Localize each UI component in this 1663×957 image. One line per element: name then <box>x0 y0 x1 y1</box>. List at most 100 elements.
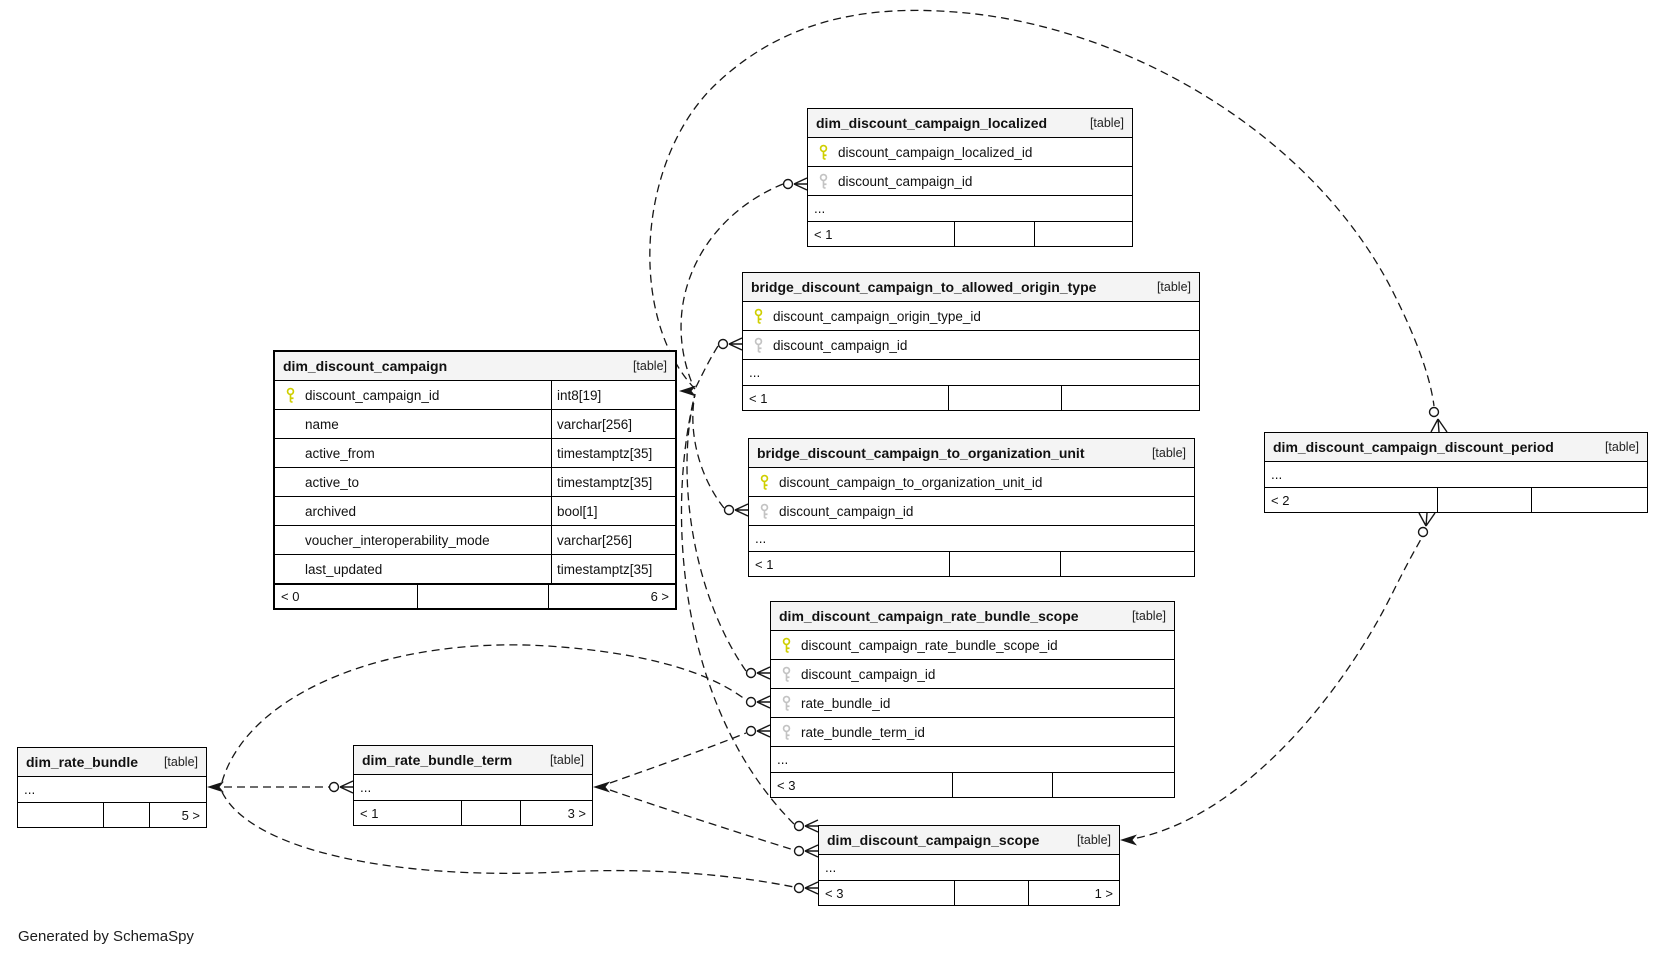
column-name: voucher_interoperability_mode <box>305 532 490 548</box>
column-name: active_from <box>305 445 375 461</box>
table-dim_discount_campaign[interactable]: dim_discount_campaign [table] discount_c… <box>273 350 677 610</box>
column-row[interactable]: discount_campaign_id <box>743 331 1199 360</box>
column-row[interactable]: archived bool[1] <box>275 497 675 526</box>
column-row[interactable]: discount_campaign_rate_bundle_scope_id <box>771 631 1174 660</box>
degree-row: < 1 <box>743 386 1199 410</box>
column-name: discount_campaign_rate_bundle_scope_id <box>801 637 1058 653</box>
foreign-key-icon <box>771 695 801 712</box>
table-header[interactable]: dim_discount_campaign_scope [table] <box>819 826 1119 855</box>
degree-spacer <box>461 801 521 825</box>
parent-count: < 1 <box>814 226 833 242</box>
parent-count <box>18 803 103 827</box>
parent-count: < 3 <box>777 777 796 793</box>
table-bridge_discount_campaign_to_allowed_origin_type[interactable]: bridge_discount_campaign_to_allowed_orig… <box>742 272 1200 411</box>
ellipsis-label: ... <box>777 752 789 767</box>
column-row[interactable]: discount_campaign_localized_id <box>808 138 1132 167</box>
relationship-line <box>680 393 795 825</box>
crowfoot-icon <box>804 881 819 895</box>
degree-spacer <box>1436 488 1533 512</box>
cardinality-circle-icon <box>782 178 794 190</box>
crowfoot-icon <box>728 337 743 351</box>
table-header[interactable]: dim_rate_bundle [table] <box>18 748 206 777</box>
ellipsis-label: ... <box>360 780 372 795</box>
child-count <box>1532 488 1647 512</box>
table-dim_discount_campaign_scope[interactable]: dim_discount_campaign_scope [table] ... … <box>818 825 1120 906</box>
degree-row: < 2 <box>1265 488 1647 512</box>
column-type: timestamptz[35] <box>551 468 675 496</box>
column-name: discount_campaign_id <box>801 666 936 682</box>
relationship-line <box>694 345 719 390</box>
table-dim_discount_campaign_localized[interactable]: dim_discount_campaign_localized [table] … <box>807 108 1133 247</box>
child-count <box>1035 222 1132 246</box>
table-header[interactable]: dim_discount_campaign_rate_bundle_scope … <box>771 602 1174 631</box>
column-row[interactable]: voucher_interoperability_mode varchar[25… <box>275 526 675 555</box>
table-header[interactable]: dim_rate_bundle_term [table] <box>354 746 592 775</box>
arrowhead-icon <box>593 781 610 793</box>
child-count: 5 > <box>181 807 200 823</box>
degree-row: < 3 <box>771 773 1174 797</box>
relationship-line <box>686 393 747 672</box>
table-tag: [table] <box>1089 116 1124 130</box>
cardinality-circle-icon <box>793 820 805 832</box>
child-count <box>1053 773 1174 797</box>
ellipsis-row: ... <box>771 747 1174 773</box>
relationship-line <box>609 732 747 784</box>
crowfoot-icon <box>1430 418 1448 433</box>
table-header[interactable]: bridge_discount_campaign_to_organization… <box>749 439 1194 468</box>
relationship-line <box>680 183 784 389</box>
table-header[interactable]: dim_discount_campaign_discount_period [t… <box>1265 433 1647 462</box>
table-name: dim_discount_campaign <box>283 358 448 374</box>
ellipsis-row: ... <box>808 196 1132 222</box>
column-row[interactable]: last_updated timestamptz[35] <box>275 555 675 584</box>
cardinality-circle-icon <box>793 845 805 857</box>
table-name: dim_discount_campaign_scope <box>827 832 1040 848</box>
column-row[interactable]: discount_campaign_id int8[19] <box>275 381 675 410</box>
table-dim_discount_campaign_discount_period[interactable]: dim_discount_campaign_discount_period [t… <box>1264 432 1648 513</box>
parent-count: < 3 <box>825 885 844 901</box>
table-name: dim_discount_campaign_rate_bundle_scope <box>779 608 1079 624</box>
generator-credit: Generated by SchemaSpy <box>18 928 194 945</box>
column-name: discount_campaign_id <box>838 173 973 189</box>
child-count: 6 > <box>650 589 669 604</box>
table-dim_rate_bundle[interactable]: dim_rate_bundle [table] ... 5 > <box>17 747 207 828</box>
child-count <box>1061 552 1195 576</box>
table-header[interactable]: dim_discount_campaign_localized [table] <box>808 109 1132 138</box>
cardinality-circle-icon <box>745 725 757 737</box>
column-row[interactable]: discount_campaign_id <box>749 497 1194 526</box>
column-name: rate_bundle_id <box>801 695 891 711</box>
cardinality-circle-icon <box>723 504 735 516</box>
column-row[interactable]: rate_bundle_id <box>771 689 1174 718</box>
table-dim_discount_campaign_rate_bundle_scope[interactable]: dim_discount_campaign_rate_bundle_scope … <box>770 601 1175 798</box>
column-type: timestamptz[35] <box>551 439 675 467</box>
parent-count: < 0 <box>281 589 300 604</box>
table-name: bridge_discount_campaign_to_organization… <box>757 445 1085 461</box>
column-row[interactable]: discount_campaign_origin_type_id <box>743 302 1199 331</box>
crowfoot-icon <box>756 695 771 709</box>
column-name: discount_campaign_origin_type_id <box>773 308 981 324</box>
relationship-line <box>221 644 747 783</box>
column-row[interactable]: discount_campaign_id <box>808 167 1132 196</box>
primary-key-icon <box>749 474 779 491</box>
foreign-key-icon <box>749 503 779 520</box>
column-row[interactable]: rate_bundle_term_id <box>771 718 1174 747</box>
degree-row: < 3 1 > <box>819 881 1119 905</box>
column-row[interactable]: active_to timestamptz[35] <box>275 468 675 497</box>
degree-row: < 1 3 > <box>354 801 592 825</box>
degree-spacer <box>948 386 1063 410</box>
column-row[interactable]: discount_campaign_id <box>771 660 1174 689</box>
table-header[interactable]: bridge_discount_campaign_to_allowed_orig… <box>743 273 1199 302</box>
column-name: discount_campaign_localized_id <box>838 144 1033 160</box>
crowfoot-icon <box>793 177 808 191</box>
arrowhead-icon <box>679 385 696 397</box>
table-bridge_discount_campaign_to_organization_unit[interactable]: bridge_discount_campaign_to_organization… <box>748 438 1195 577</box>
ellipsis-row: ... <box>1265 462 1647 488</box>
relationship-line <box>221 791 795 888</box>
column-row[interactable]: active_from timestamptz[35] <box>275 439 675 468</box>
column-row[interactable]: name varchar[256] <box>275 410 675 439</box>
table-header[interactable]: dim_discount_campaign [table] <box>275 352 675 381</box>
ellipsis-row: ... <box>749 526 1194 552</box>
table-dim_rate_bundle_term[interactable]: dim_rate_bundle_term [table] ... < 1 3 > <box>353 745 593 826</box>
column-row[interactable]: discount_campaign_to_organization_unit_i… <box>749 468 1194 497</box>
primary-key-icon <box>808 144 838 161</box>
